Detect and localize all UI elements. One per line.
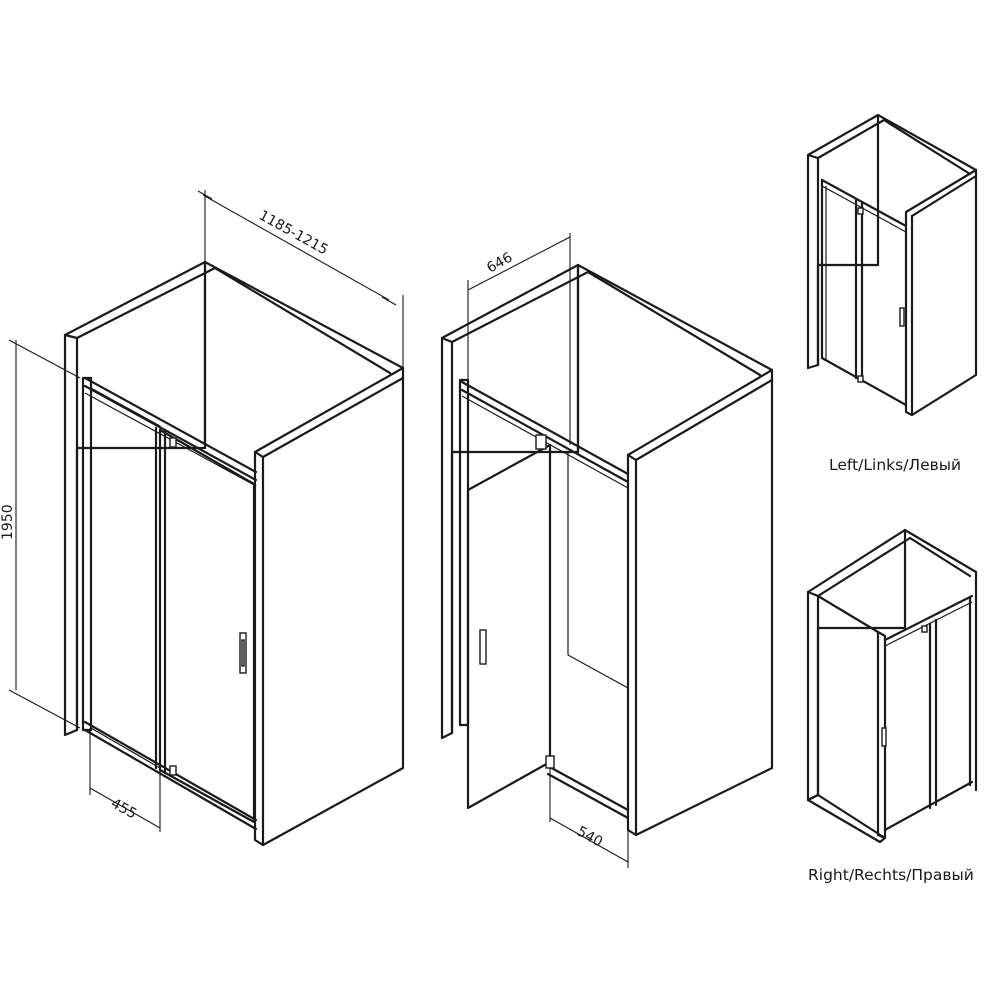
open-cabin-figure: 646 540 [440,233,774,868]
dimension-width: 1185-1215 [197,190,404,368]
door-panel [158,428,256,824]
dimension-height: 1950 [0,339,81,729]
bottom-hinge [169,765,177,776]
fixed-panel [90,386,161,770]
right-wall-2 [626,368,774,837]
top-rail-2 [460,380,630,476]
bottom-hinge-2 [545,755,555,769]
top-rail [83,376,258,474]
right-wall [253,366,405,847]
closed-cabin-figure: 1185-1215 1950 455 [0,190,405,847]
left-variant-caption: Left/Links/Левый [829,456,962,474]
open-depth-label: 646 [484,250,515,277]
width-label: 1185-1215 [256,208,331,259]
bottom-rail-2 [546,764,630,812]
right-variant-caption: Right/Rechts/Правый [808,866,974,884]
door-handle-2 [479,629,487,665]
dimension-door-opening: 540 [549,768,629,868]
right-variant-figure [806,528,978,844]
dimension-closed-panel: 455 [89,728,161,832]
open-door-panel [466,443,552,810]
height-label: 1950 [0,504,16,540]
top-hinge [169,437,177,448]
top-hinge-2 [535,434,547,450]
closed-panel-label: 455 [108,796,139,823]
left-variant-figure [806,113,978,417]
